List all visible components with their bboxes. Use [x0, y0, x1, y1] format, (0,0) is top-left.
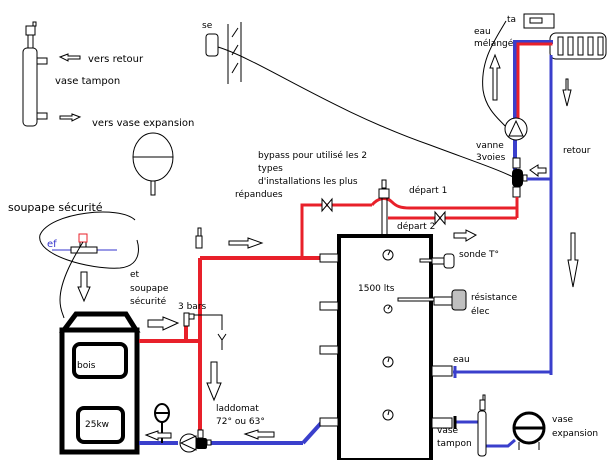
label-vanne-2: 3voies [476, 153, 506, 163]
arrow-left-icon [144, 430, 172, 441]
sensor-wire [217, 46, 516, 179]
radiator-icon [549, 32, 607, 60]
label-vase-expansion-1: vase [552, 415, 574, 425]
arrow-down-icon [567, 232, 579, 288]
wood-boiler-icon [59, 311, 141, 455]
room-thermostat-icon [523, 13, 555, 29]
bottom-pipes [455, 420, 516, 448]
small-vase-tampon-icon [477, 394, 487, 457]
air-vent-icon [195, 227, 203, 249]
arrow-right-icon [147, 316, 180, 331]
wall-icon [227, 22, 242, 84]
radiator-supply-pipe [513, 40, 553, 172]
label-soupape-securite: soupape sécurité [8, 201, 103, 214]
arrow-right-icon [453, 229, 478, 242]
boiler-hot-pipe [139, 256, 322, 430]
label-capacity: 1500 lts [358, 284, 395, 294]
circulator-pump-radiator-icon [504, 117, 528, 141]
label-laddomat-2: 72° ou 63° [216, 417, 265, 427]
label-vase-tampon-1: vase [437, 426, 459, 436]
label-retour: retour [563, 146, 591, 156]
tank-top-connection-icon [378, 179, 390, 236]
label-resistance-1: résistance [471, 293, 518, 303]
bypass-valve-icon [321, 197, 333, 213]
temperature-probe-icon [419, 253, 455, 269]
label-vase-expansion-2: expansion [552, 429, 599, 439]
label-sonde: sonde T° [459, 250, 500, 260]
thermostat-wire [482, 20, 507, 127]
depart-pipes [300, 196, 519, 258]
three-way-valve-icon [512, 157, 528, 198]
expansion-vessel-icon [512, 411, 546, 450]
label-et-soupape-3: sécurité [130, 297, 167, 307]
label-et-soupape-1: et [130, 270, 140, 280]
label-resistance-2: élec [471, 307, 490, 317]
label-bypass-2: types [258, 164, 283, 174]
safety-valve-3bar-icon [183, 312, 227, 350]
label-3-bars: 3 bars [178, 302, 207, 312]
arrow-right-icon [228, 237, 264, 249]
legend-expansion-vessel-icon [132, 132, 174, 196]
arrow-down-icon [206, 361, 222, 402]
label-depart-2: départ 2 [397, 222, 436, 232]
buffer-tank-icon [319, 234, 453, 460]
arrow-down-icon [562, 78, 572, 107]
laddomat-valve-icon [196, 429, 212, 449]
label-et-soupape-2: soupape [130, 284, 169, 294]
label-vase-tampon-2: tampon [437, 439, 472, 449]
label-bypass-3: d'installations les plus [258, 177, 358, 187]
label-laddomat-1: laddomat [216, 404, 259, 414]
boiler-pump-icon [179, 433, 199, 453]
electric-heater-icon [397, 289, 467, 311]
return-pipe [453, 55, 553, 378]
depart2-valve-icon [434, 210, 446, 226]
label-vanne-1: vanne [476, 141, 504, 151]
outdoor-sensor-icon [205, 33, 219, 57]
arrow-left-icon [529, 164, 547, 177]
label-bois: bois [77, 361, 96, 371]
label-eau-melange-1: eau [474, 27, 491, 37]
label-vers-retour: vers retour [88, 54, 144, 65]
arrow-up-icon [489, 53, 501, 101]
label-ef: ef [47, 239, 57, 250]
legend-vase-tampon-icon [22, 21, 48, 127]
label-outdoor-sensor: se [202, 21, 213, 31]
label-eau: eau [453, 355, 470, 365]
arrow-left-icon [58, 53, 81, 62]
boiler-return-pipe [139, 420, 324, 445]
safety-valve-inset [39, 211, 139, 319]
thermometer-icon [382, 249, 394, 421]
arrow-right-icon [59, 113, 82, 122]
label-vase-tampon-legend: vase tampon [55, 76, 121, 87]
label-thermostat: ta [507, 15, 517, 25]
label-bypass-1: bypass pour utilisé les 2 [258, 151, 368, 161]
label-eau-melange-2: mélangé [474, 39, 514, 49]
label-power: 25kw [85, 420, 110, 430]
arrow-down-icon [77, 271, 91, 303]
label-bypass-4: répandues [235, 190, 283, 200]
arrow-left-icon [243, 429, 275, 440]
label-vers-vase-expansion: vers vase expansion [92, 118, 195, 129]
label-depart-1: départ 1 [409, 186, 448, 196]
